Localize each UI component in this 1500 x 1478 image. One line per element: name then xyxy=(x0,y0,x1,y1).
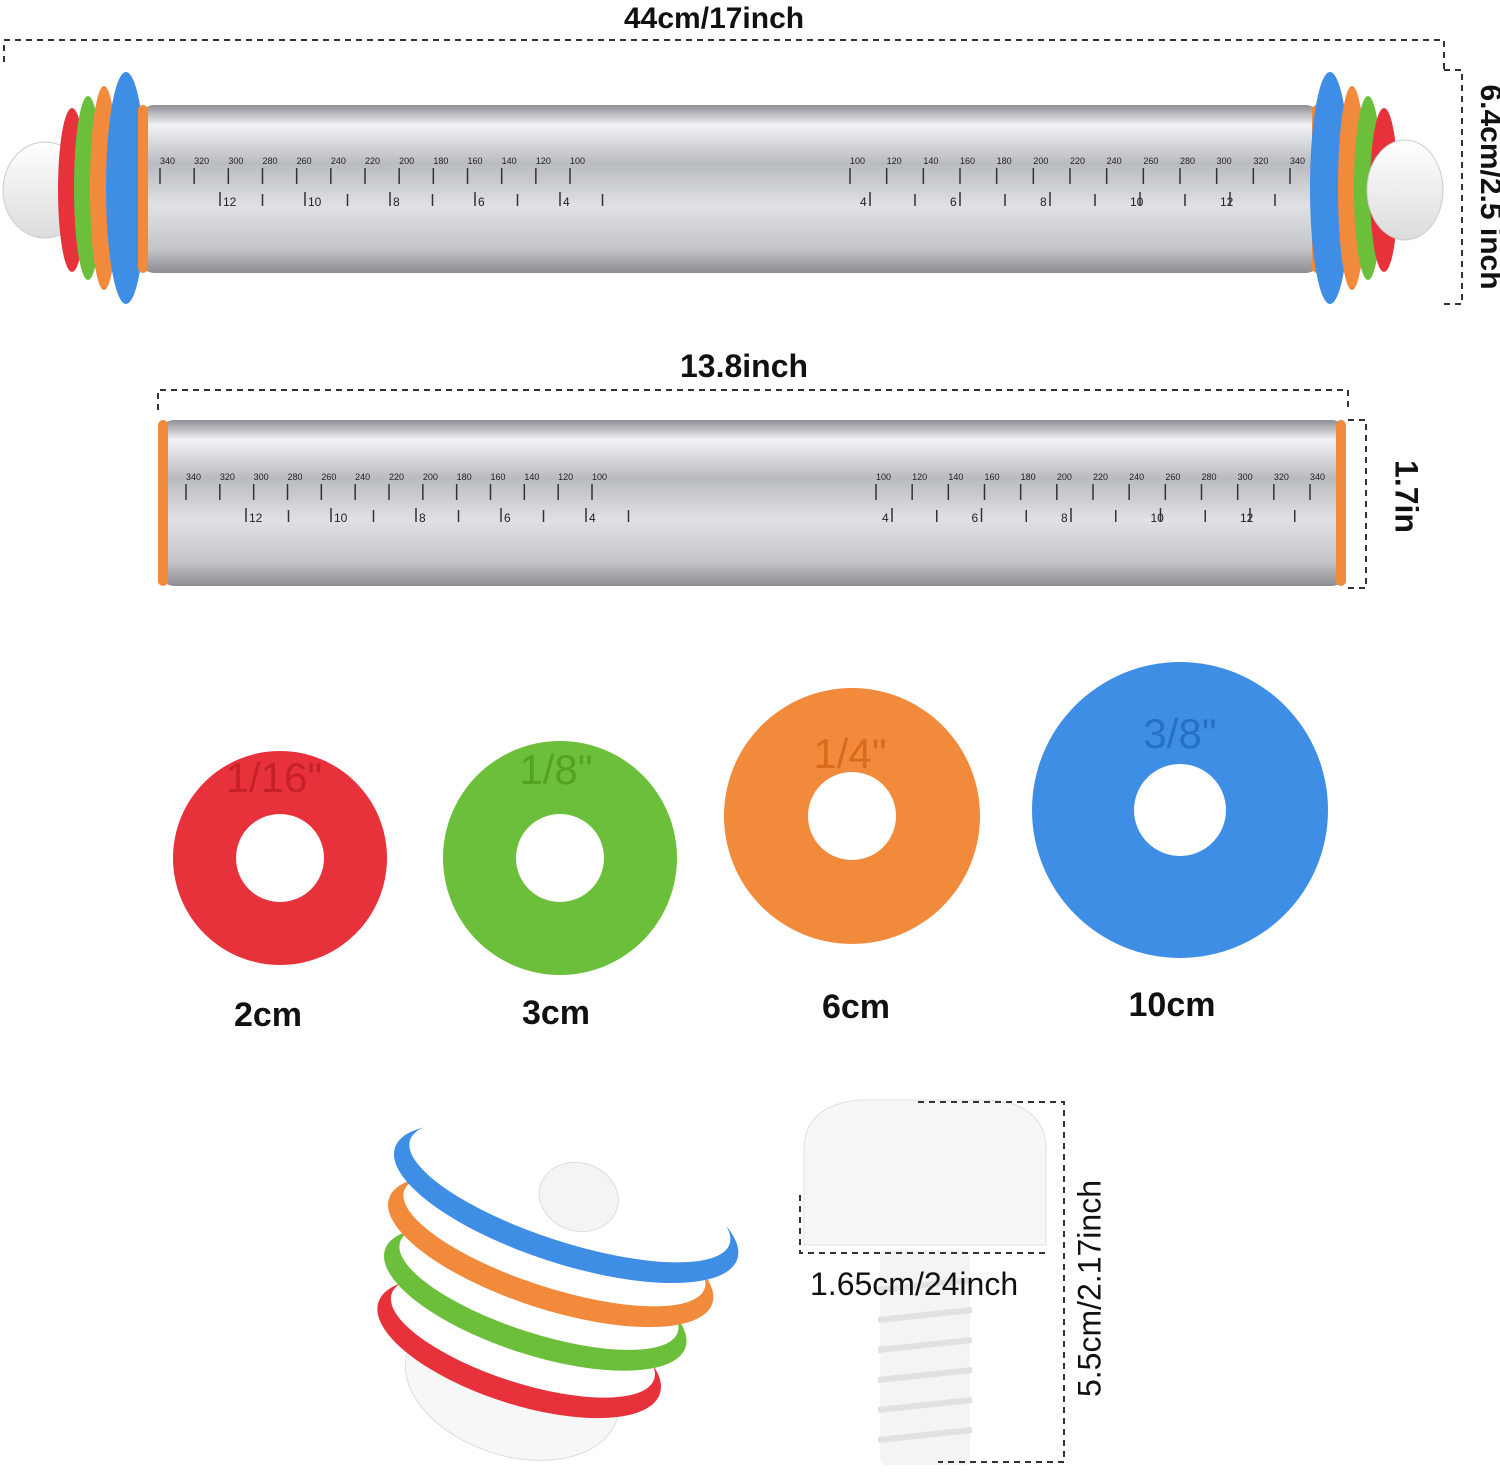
ruler-mm-label: 280 xyxy=(288,472,303,482)
ruler-mm-label: 320 xyxy=(220,472,235,482)
ring-blue-mark: 3/8" xyxy=(1143,710,1216,757)
ring-orange-size: 6cm xyxy=(821,988,891,1026)
ruler-mm-label: 340 xyxy=(160,156,175,166)
ruler-mm-label: 120 xyxy=(558,472,573,482)
ruler-mm-label: 240 xyxy=(331,156,346,166)
ring-red-size: 2cm xyxy=(233,996,303,1034)
steel-body-bare xyxy=(160,420,1346,586)
ruler-mm-label: 260 xyxy=(1143,156,1158,166)
ruler-mm-label: 140 xyxy=(524,472,539,482)
ruler-inch-label: 6 xyxy=(972,511,979,525)
ruler-mm-label: 340 xyxy=(1310,472,1325,482)
ring-blue: 3/8" xyxy=(1032,662,1328,958)
ruler-inch-label: 8 xyxy=(1040,195,1047,209)
ruler-mm-label: 200 xyxy=(1033,156,1048,166)
cap-width-label: 1.65cm/24inch xyxy=(810,1266,1019,1302)
ruler-mm-label: 300 xyxy=(228,156,243,166)
left-end-stack xyxy=(2,72,146,304)
ruler-mm-label: 340 xyxy=(186,472,201,482)
ring-green-size: 3cm xyxy=(521,994,591,1032)
ruler-mm-label: 160 xyxy=(468,156,483,166)
right-end-stack xyxy=(1310,72,1444,304)
full-length-label: 44cm/17inch xyxy=(624,2,805,35)
ruler-mm-label: 280 xyxy=(1202,472,1217,482)
ruler-inch-label: 4 xyxy=(860,195,867,209)
ring-blue-size: 10cm xyxy=(1128,986,1216,1024)
ruler-mm-label: 120 xyxy=(536,156,551,166)
ruler-mm-label: 240 xyxy=(1129,472,1144,482)
ring-red-mark: 1/16" xyxy=(226,754,323,801)
ruler-mm-label: 180 xyxy=(457,472,472,482)
ruler-inch-label: 10 xyxy=(334,511,348,525)
ruler-mm-label: 260 xyxy=(297,156,312,166)
ruler-inch-label: 8 xyxy=(1061,511,1068,525)
ruler-mm-label: 320 xyxy=(194,156,209,166)
ruler-inch-label: 6 xyxy=(478,195,485,209)
pin-length-label: 13.8inch xyxy=(680,348,809,384)
ruler-mm-label: 100 xyxy=(570,156,585,166)
ruler-mm-label: 280 xyxy=(263,156,278,166)
ruler-mm-label: 300 xyxy=(254,472,269,482)
ruler-mm-label: 260 xyxy=(321,472,336,482)
ruler-mm-label: 180 xyxy=(1021,472,1036,482)
ruler-inch-label: 12 xyxy=(223,195,237,209)
ruler-mm-label: 300 xyxy=(1238,472,1253,482)
ruler-mm-label: 280 xyxy=(1180,156,1195,166)
cap-height-label: 5.5cm/2.17inch xyxy=(1071,1180,1108,1398)
ruler-inch-label: 4 xyxy=(882,511,889,525)
ruler-mm-label: 140 xyxy=(502,156,517,166)
ruler-mm-label: 320 xyxy=(1274,472,1289,482)
ruler-inch-label: 8 xyxy=(393,195,400,209)
ruler-mm-label: 320 xyxy=(1253,156,1268,166)
ruler-mm-label: 220 xyxy=(1070,156,1085,166)
steel-body xyxy=(140,105,1320,273)
ruler-mm-label: 220 xyxy=(365,156,380,166)
ruler-markings-bare: 340 320 300 280 260 240 220 200 180 160 140 120 100 1… xyxy=(185,472,1325,525)
ruler-mm-label: 160 xyxy=(960,156,975,166)
ruler-inch-label: 6 xyxy=(950,195,957,209)
ruler-mm-label: 140 xyxy=(948,472,963,482)
ruler-mm-label: 140 xyxy=(923,156,938,166)
ruler-mm-label: 220 xyxy=(1093,472,1108,482)
ruler-inch-label: 10 xyxy=(308,195,322,209)
ruler-mm-label: 220 xyxy=(389,472,404,482)
ruler-markings-top: 340 320 300 280 260 240 220 200 180 160 140 120 100 1… xyxy=(159,156,1305,209)
ruler-mm-label: 160 xyxy=(985,472,1000,482)
full-length-dashline xyxy=(3,39,1463,305)
ruler-mm-label: 120 xyxy=(912,472,927,482)
ring-orange: 1/4" xyxy=(724,688,980,944)
rolling-pin-bare: 340 320 300 280 260 240 220 200 180 160 140 120 100 1… xyxy=(157,389,1367,589)
ring-orange-mark: 1/4" xyxy=(813,730,886,777)
ruler-inch-label: 4 xyxy=(563,195,570,209)
ruler-inch-label: 6 xyxy=(504,511,511,525)
ruler-mm-label: 120 xyxy=(887,156,902,166)
ruler-mm-label: 200 xyxy=(399,156,414,166)
ring-green: 1/8" xyxy=(443,741,677,975)
ruler-mm-label: 260 xyxy=(1165,472,1180,482)
rolling-pin-full: 340 320 300 280 260 240 220 200 180 160 140 120 100 1… xyxy=(2,72,1444,304)
ruler-mm-label: 240 xyxy=(1107,156,1122,166)
ruler-mm-label: 160 xyxy=(491,472,506,482)
ruler-mm-label: 180 xyxy=(433,156,448,166)
ruler-mm-label: 100 xyxy=(592,472,607,482)
ruler-mm-label: 100 xyxy=(876,472,891,482)
ring-green-mark: 1/8" xyxy=(519,746,592,793)
ruler-inch-label: 12 xyxy=(249,511,263,525)
ring-red: 1/16" xyxy=(173,751,387,965)
ruler-mm-label: 300 xyxy=(1217,156,1232,166)
ruler-mm-label: 240 xyxy=(355,472,370,482)
ruler-mm-label: 200 xyxy=(423,472,438,482)
spacer-rings: 1/16" 1/8" 1/4" 3/8" xyxy=(173,662,1328,975)
ruler-mm-label: 180 xyxy=(997,156,1012,166)
ruler-inch-label: 4 xyxy=(589,511,596,525)
ruler-inch-label: 8 xyxy=(419,511,426,525)
ruler-mm-label: 340 xyxy=(1290,156,1305,166)
ruler-mm-label: 100 xyxy=(850,156,865,166)
ruler-mm-label: 200 xyxy=(1057,472,1072,482)
